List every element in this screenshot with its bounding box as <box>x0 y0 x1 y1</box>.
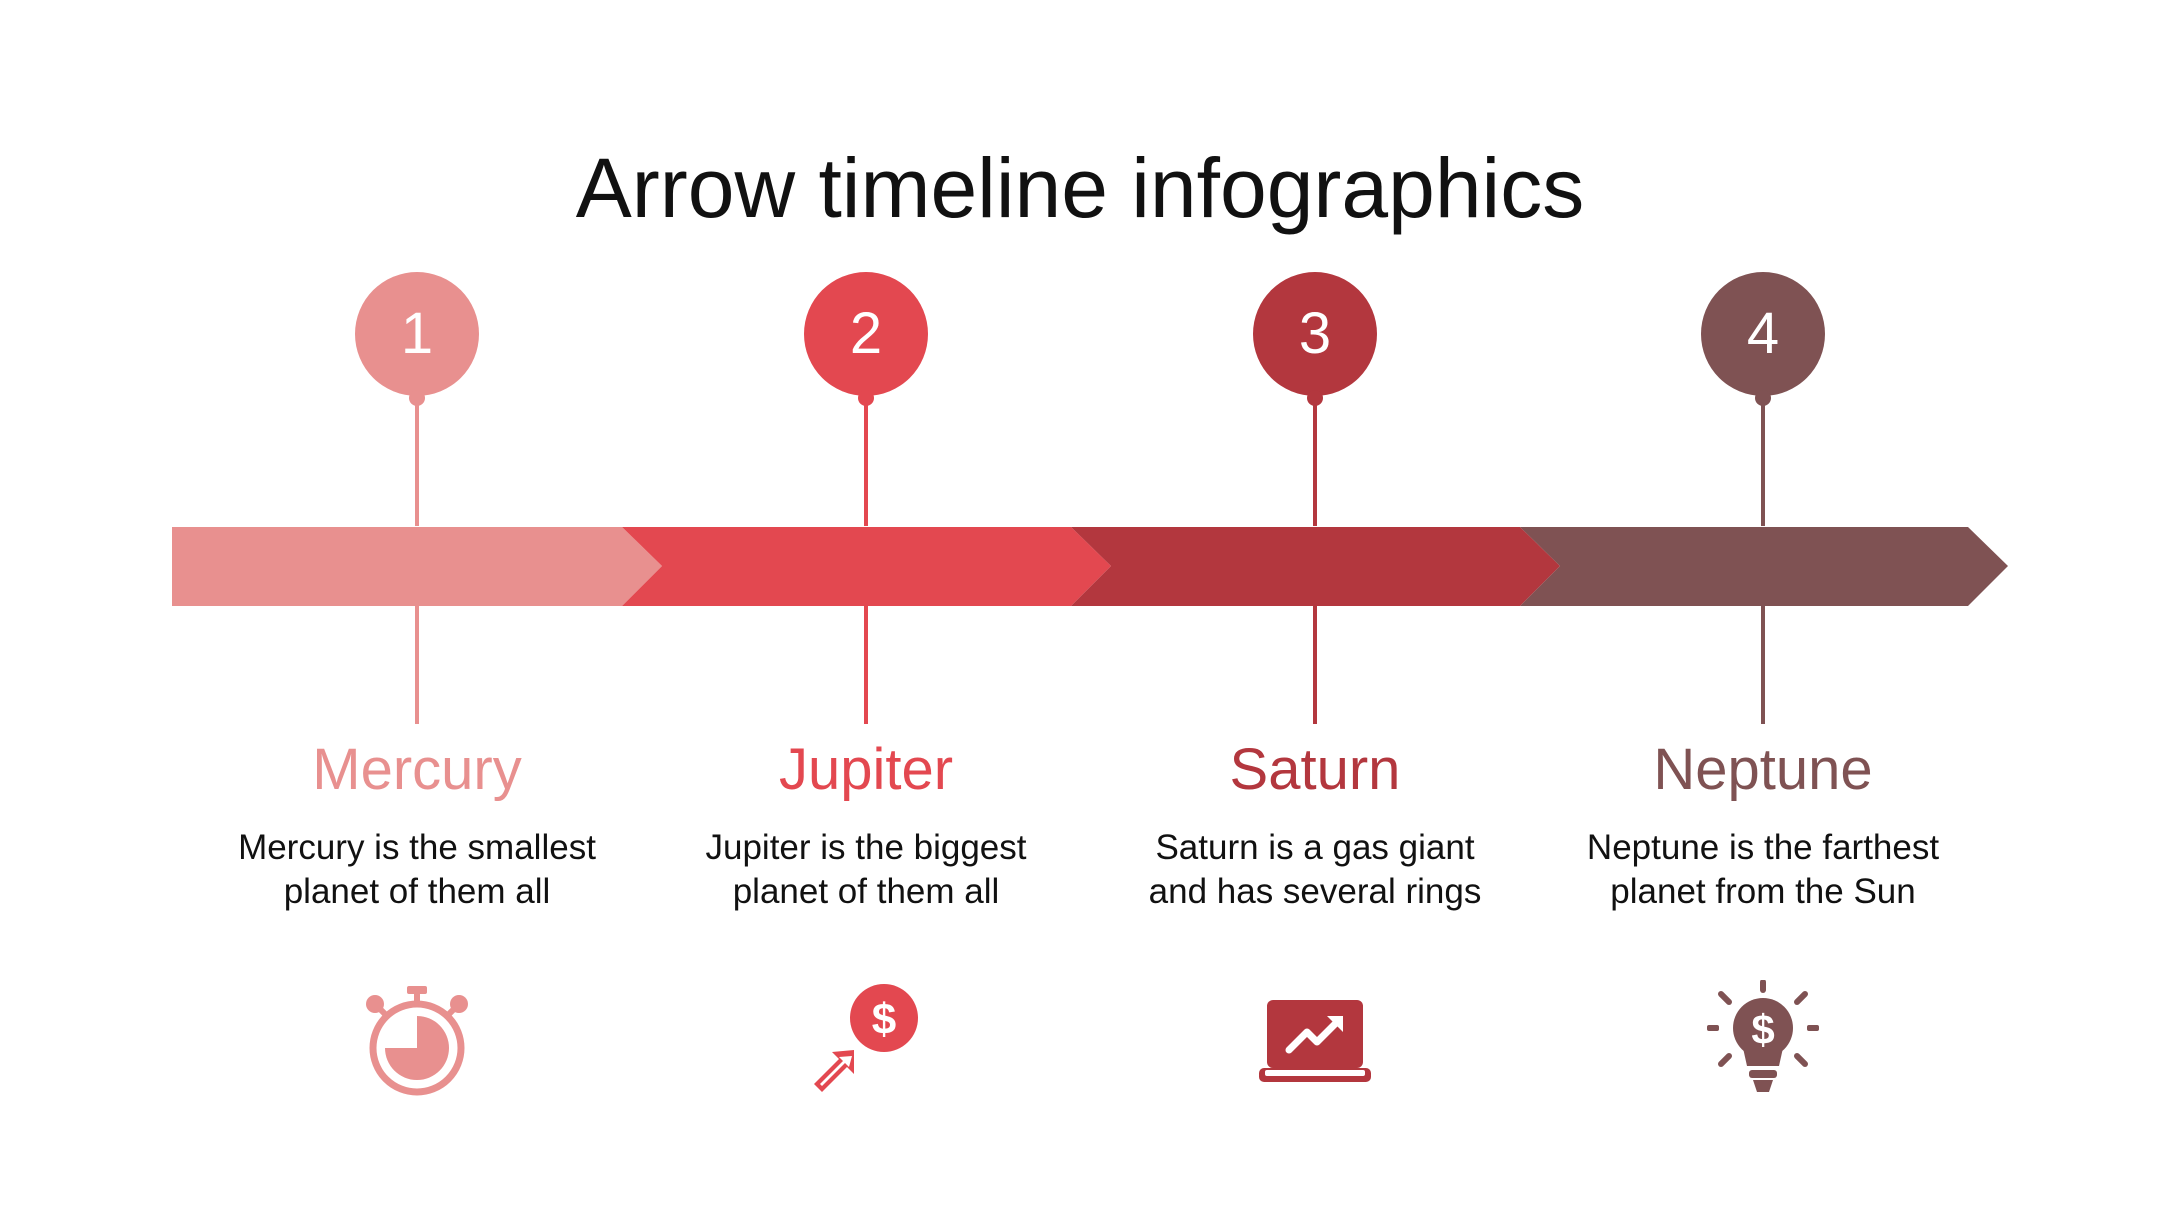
connector-line-top <box>415 396 419 526</box>
step-description: Neptune is the farthest planet from the … <box>1483 826 2043 914</box>
connector-dot <box>1307 390 1323 406</box>
connector-line-bottom <box>1313 604 1317 724</box>
connector-line-top <box>1313 396 1317 526</box>
step-title: Mercury <box>312 737 522 802</box>
connector-dot <box>409 390 425 406</box>
step-number-circle: 1 <box>355 272 479 396</box>
laptop-growth-icon <box>1259 1000 1371 1082</box>
step-number-circle: 4 <box>1701 272 1825 396</box>
step-mercury: 1 Mercury Mercury is the smallest planet… <box>137 0 697 1215</box>
description-line: planet from the Sun <box>1610 872 1916 911</box>
arrow-segment-3 <box>1071 527 1560 606</box>
connector-line-bottom <box>864 604 868 724</box>
description-line: Mercury is the smallest <box>238 828 596 867</box>
step-number-circle: 3 <box>1253 272 1377 396</box>
step-saturn: 3 Saturn Saturn is a gas giant and has s… <box>1035 0 1595 1215</box>
step-title: Jupiter <box>778 737 954 802</box>
description-line: planet of them all <box>732 872 1000 911</box>
description-line: Jupiter is the biggest <box>705 828 1027 867</box>
step-title: Neptune <box>1653 737 1873 802</box>
description-line: Saturn is a gas giant <box>1155 828 1475 867</box>
step-description: Mercury is the smallest planet of them a… <box>137 826 697 914</box>
step-number-circle: 2 <box>804 272 928 396</box>
arrow-segment-4 <box>1520 527 2008 606</box>
stopwatch-icon <box>366 986 468 1096</box>
arrow-segment-2 <box>622 527 1111 606</box>
step-title: Saturn <box>1229 737 1401 802</box>
step-neptune: 4 Neptune Neptune is the farthest planet… <box>1483 0 2043 1215</box>
description-line: and has several rings <box>1148 872 1482 911</box>
lightbulb-dollar-icon: $ <box>1707 980 1819 1092</box>
slide-title: Arrow timeline infographics <box>575 141 1585 235</box>
dollar-click-icon: $ <box>814 984 918 1092</box>
step-description: Jupiter is the biggest planet of them al… <box>586 826 1146 914</box>
connector-line-bottom <box>415 604 419 724</box>
step-description: Saturn is a gas giant and has several ri… <box>1035 826 1595 914</box>
svg-text:$: $ <box>872 995 896 1044</box>
description-line: planet of them all <box>283 872 551 911</box>
arrow-segment-1 <box>172 527 662 606</box>
connector-line-top <box>1761 396 1765 526</box>
step-jupiter: 2 Jupiter Jupiter is the biggest planet … <box>586 0 1146 1215</box>
connector-dot <box>1755 390 1771 406</box>
svg-text:$: $ <box>1751 1006 1774 1053</box>
connector-dot <box>858 390 874 406</box>
connector-line-top <box>864 396 868 526</box>
description-line: Neptune is the farthest <box>1586 828 1940 867</box>
connector-line-bottom <box>1761 604 1765 724</box>
